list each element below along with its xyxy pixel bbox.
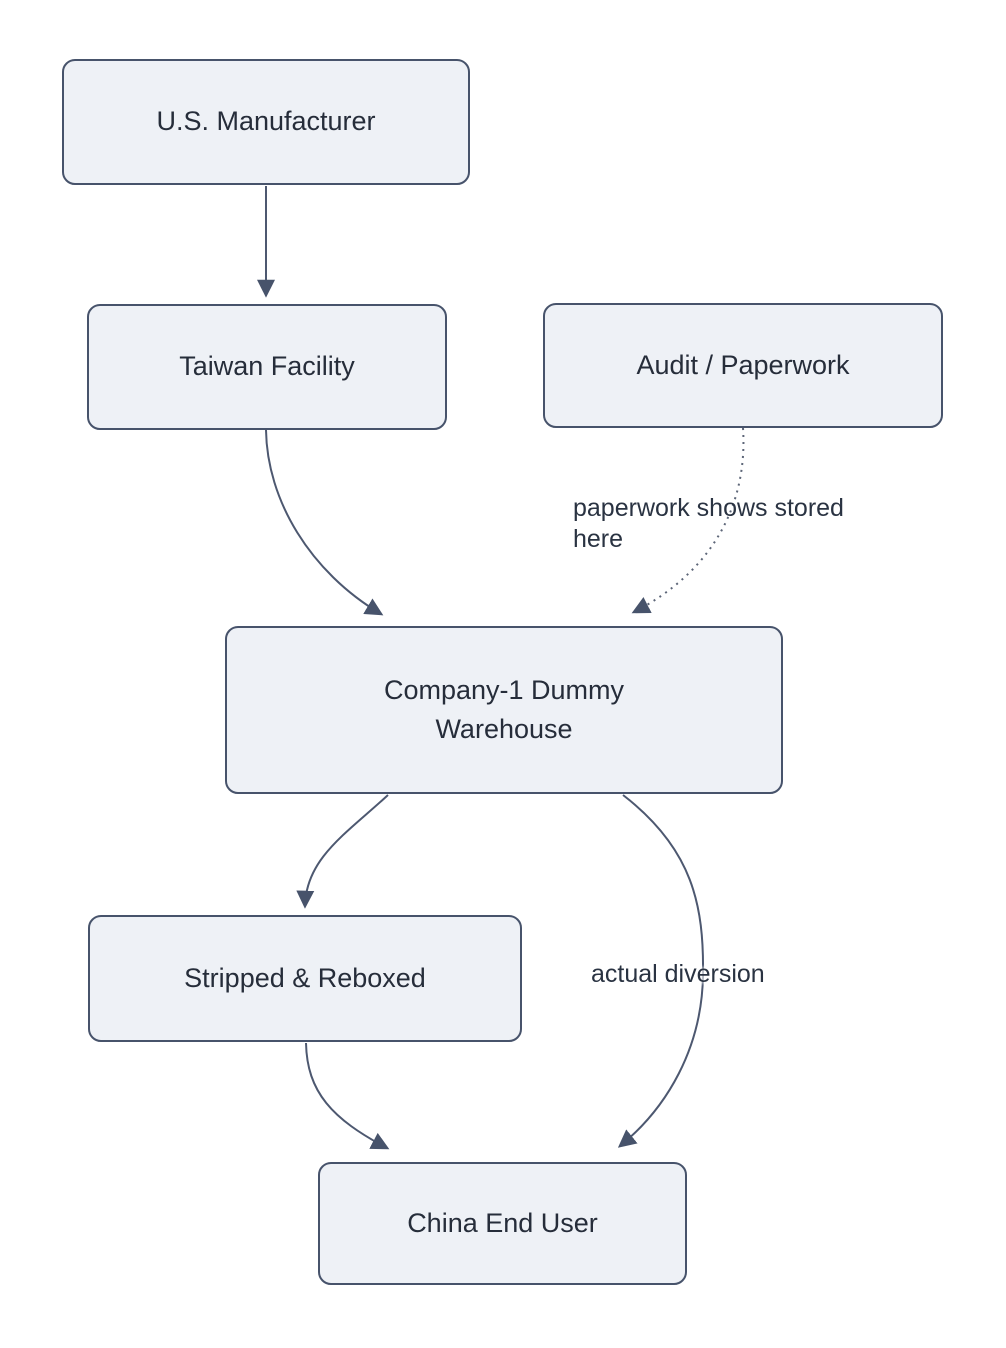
node-china-end-user-label: China End User — [407, 1207, 598, 1238]
edge-label-actual-diversion: actual diversion — [591, 960, 765, 988]
node-company1-dummy-warehouse-label: Company-1 Dummy Warehouse — [383, 674, 625, 744]
node-audit-paperwork: Audit / Paperwork — [543, 303, 943, 428]
node-stripped-reboxed: Stripped & Reboxed — [88, 915, 522, 1042]
node-audit-paperwork-label: Audit / Paperwork — [636, 349, 850, 380]
edge-audit-to-warehouse-dotted — [631, 427, 745, 614]
edge-taiwan-to-warehouse — [265, 429, 384, 616]
node-us-manufacturer-label: U.S. Manufacturer — [156, 106, 376, 137]
node-china-end-user: China End User — [318, 1162, 687, 1285]
edge-stripped-to-china — [305, 1042, 390, 1150]
node-taiwan-facility-label: Taiwan Facility — [179, 351, 355, 382]
node-us-manufacturer: U.S. Manufacturer — [62, 59, 470, 185]
edge-label-paperwork-shows-stored-here: paperwork shows stored here — [573, 494, 851, 553]
edge-warehouse-to-china-diversion — [617, 794, 705, 1148]
edge-warehouse-to-stripped — [296, 794, 389, 909]
node-stripped-reboxed-label: Stripped & Reboxed — [184, 962, 426, 993]
node-taiwan-facility: Taiwan Facility — [87, 304, 447, 430]
node-company1-dummy-warehouse: Company-1 Dummy Warehouse — [225, 626, 783, 794]
